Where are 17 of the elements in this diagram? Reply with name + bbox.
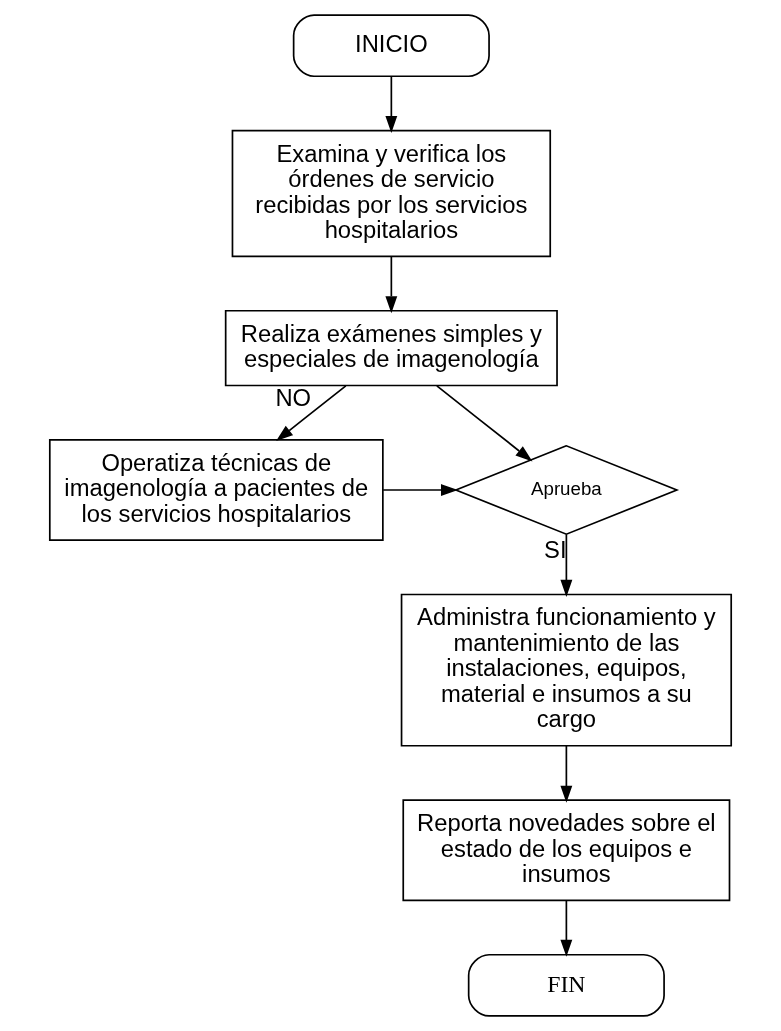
arrow xyxy=(436,385,533,462)
arrow xyxy=(385,255,398,314)
edge-label: SI xyxy=(544,535,567,563)
arrow xyxy=(382,484,458,496)
arrow xyxy=(385,75,398,133)
node-box: FIN xyxy=(467,953,665,1017)
arrow xyxy=(560,533,573,597)
node-box: INICIO xyxy=(292,14,490,78)
edge-label: NO xyxy=(275,384,312,412)
node-box: Operatiza técnicas de imagenología a pacientes de los servicios hospitalarios xyxy=(48,439,384,541)
node-box: Examina y verifica los órdenes de servicio recibidas por los servicios hospitalarios xyxy=(231,129,552,258)
node-box: Reporta novedades sobre el estado de los equipos e insumos xyxy=(402,799,731,902)
arrow xyxy=(560,744,573,803)
arrow xyxy=(560,900,573,957)
node-box: Administra funcionamiento y mantenimiento de las instalaciones, equipos, material e insumos a su cargo xyxy=(400,593,733,747)
node-box: Realiza exámenes simples y especiales de imagenología xyxy=(224,309,558,387)
arrow xyxy=(276,385,347,442)
